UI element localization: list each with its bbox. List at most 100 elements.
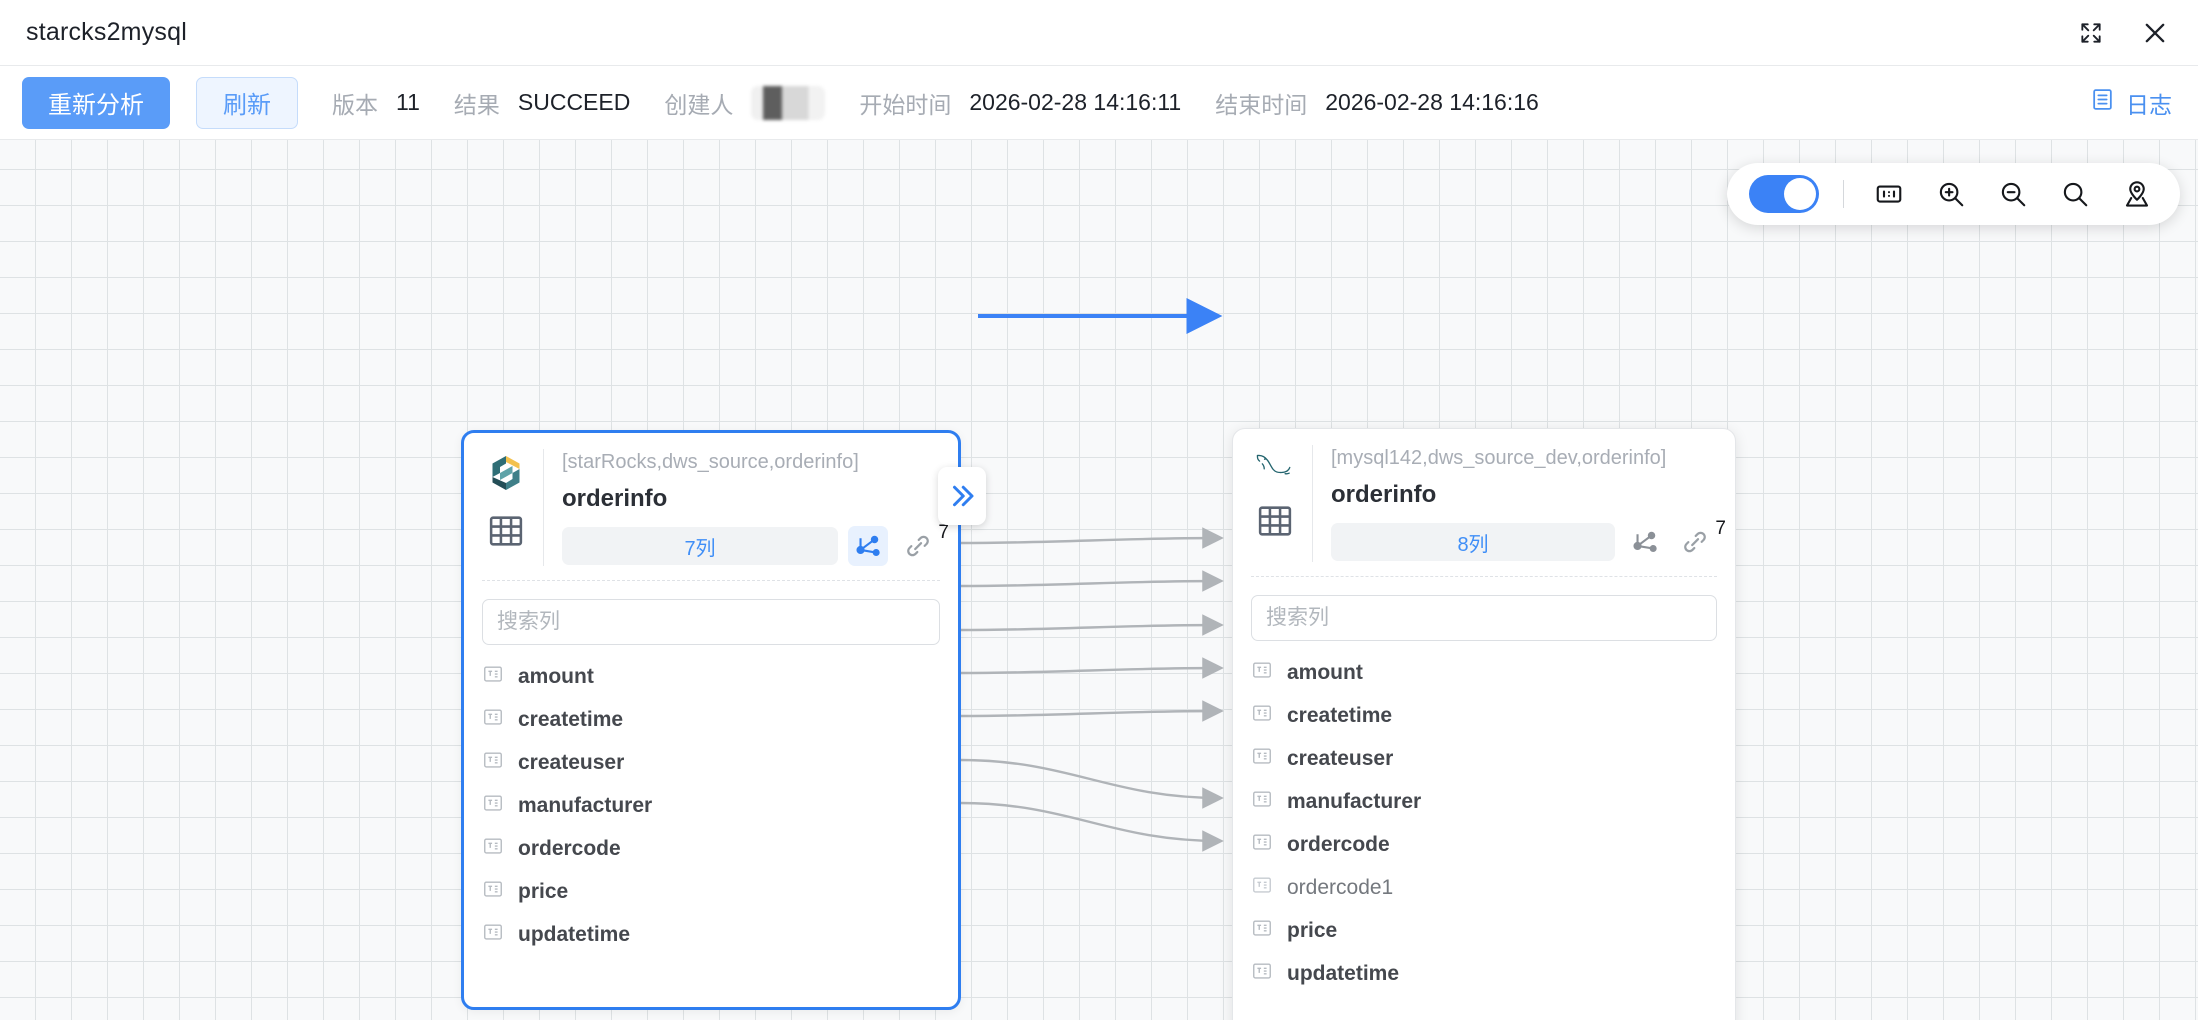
- node-path: [mysql142,dws_source_dev,orderinfo]: [1331, 447, 1667, 469]
- node-divider: [482, 580, 940, 581]
- start-time-label: 开始时间: [859, 91, 952, 118]
- column-name: ordercode: [1287, 832, 1390, 856]
- window-title-bar: starcks2mysql: [0, 0, 2198, 66]
- search-input[interactable]: [1266, 606, 1702, 630]
- node-title: orderinfo: [562, 485, 668, 512]
- fit-to-screen-button[interactable]: [1868, 173, 1910, 215]
- table-node-source[interactable]: [starRocks,dws_source,orderinfo] orderin…: [461, 430, 961, 1010]
- search-button[interactable]: [2054, 173, 2096, 215]
- search-input[interactable]: [497, 610, 925, 634]
- column-lineage-edges: [959, 527, 1224, 852]
- zoom-in-button[interactable]: [1930, 173, 1972, 215]
- column-name: manufacturer: [1287, 789, 1422, 813]
- column-type-icon: [482, 921, 504, 948]
- column-row[interactable]: createuser: [482, 741, 940, 784]
- column-type-icon: [1251, 917, 1273, 944]
- column-name: manufacturer: [518, 793, 653, 817]
- expand-icon[interactable]: [2074, 16, 2108, 50]
- close-icon[interactable]: [2138, 16, 2172, 50]
- lineage-icon[interactable]: [848, 526, 888, 566]
- column-name: ordercode1: [1287, 875, 1394, 899]
- end-time-label: 结束时间: [1215, 91, 1308, 118]
- node-icons: [482, 449, 544, 566]
- column-type-icon: [482, 792, 504, 819]
- column-row[interactable]: price: [1251, 909, 1717, 952]
- column-row[interactable]: amount: [482, 655, 940, 698]
- column-name: createuser: [1287, 746, 1394, 770]
- column-name: price: [1287, 918, 1338, 942]
- result-value: SUCCEED: [517, 89, 631, 115]
- log-button[interactable]: 日志: [2090, 86, 2176, 120]
- version-label: 版本: [332, 91, 378, 118]
- column-type-icon: [1251, 745, 1273, 772]
- column-list-target: amount createtime createuser manufacture…: [1233, 641, 1735, 995]
- column-search-box[interactable]: [1251, 595, 1717, 641]
- mysql-dolphin-logo-icon: [1254, 449, 1296, 488]
- node-header-text: [starRocks,dws_source,orderinfo] orderin…: [562, 449, 949, 566]
- column-row[interactable]: amount: [1251, 651, 1717, 694]
- reanalyze-button[interactable]: 重新分析: [22, 76, 170, 129]
- column-row[interactable]: manufacturer: [1251, 780, 1717, 823]
- column-row[interactable]: price: [482, 870, 940, 913]
- column-row[interactable]: createuser: [1251, 737, 1717, 780]
- lineage-mode-toggle[interactable]: [1749, 175, 1819, 213]
- column-type-icon: [1251, 831, 1273, 858]
- column-name: price: [518, 879, 569, 903]
- column-row[interactable]: manufacturer: [482, 784, 940, 827]
- node-header: [mysql142,dws_source_dev,orderinfo] orde…: [1233, 429, 1735, 562]
- column-type-icon: [1251, 960, 1273, 987]
- window-title: starcks2mysql: [26, 18, 187, 46]
- document-list-icon: [2090, 87, 2115, 118]
- column-count-badge[interactable]: 7列: [562, 527, 838, 565]
- column-name: createtime: [1287, 703, 1393, 727]
- column-row[interactable]: createtime: [482, 698, 940, 741]
- creator-meta: 创建人: [664, 85, 826, 120]
- column-name: updatetime: [1287, 961, 1400, 985]
- zoom-out-button[interactable]: [1992, 173, 2034, 215]
- expand-lineage-chip[interactable]: [938, 467, 986, 525]
- column-row[interactable]: createtime: [1251, 694, 1717, 737]
- window-controls: [2074, 16, 2172, 50]
- table-node-target[interactable]: [mysql142,dws_source_dev,orderinfo] orde…: [1232, 428, 1736, 1020]
- column-row[interactable]: updatetime: [1251, 952, 1717, 995]
- column-type-icon: [482, 878, 504, 905]
- column-row[interactable]: ordercode: [482, 827, 940, 870]
- node-actions: 8列: [1331, 518, 1726, 562]
- table-grid-icon: [487, 512, 525, 555]
- lineage-canvas[interactable]: [starRocks,dws_source,orderinfo] orderin…: [0, 140, 2198, 1020]
- refresh-button[interactable]: 刷新: [196, 76, 298, 129]
- column-type-icon: [1251, 788, 1273, 815]
- table-grid-icon: [1256, 502, 1294, 545]
- start-time-meta: 开始时间 2026-02-28 14:16:11: [859, 86, 1181, 120]
- link-icon[interactable]: 7: [1675, 518, 1726, 562]
- column-type-icon: [1251, 659, 1273, 686]
- creator-value-redacted: [751, 85, 826, 120]
- node-header: [starRocks,dws_source,orderinfo] orderin…: [464, 433, 958, 566]
- column-row[interactable]: updatetime: [482, 913, 940, 956]
- action-toolbar: 重新分析 刷新 版本 11 结果 SUCCEED 创建人 开始时间 2026-0…: [0, 66, 2198, 140]
- node-icons: [1251, 445, 1313, 562]
- column-count-badge[interactable]: 8列: [1331, 523, 1615, 561]
- column-list-source: amount createtime createuser manufacture…: [464, 645, 958, 956]
- locate-button[interactable]: [2116, 173, 2158, 215]
- column-name: createuser: [518, 750, 625, 774]
- node-header-text: [mysql142,dws_source_dev,orderinfo] orde…: [1331, 445, 1726, 562]
- toolbar-divider: [1843, 180, 1844, 208]
- node-title: orderinfo: [1331, 481, 1437, 508]
- canvas-toolbar: [1727, 163, 2180, 225]
- end-time-value: 2026-02-28 14:16:16: [1325, 89, 1539, 115]
- link-count-badge: 7: [1715, 518, 1726, 539]
- start-time-value: 2026-02-28 14:16:11: [969, 89, 1182, 115]
- log-button-label: 日志: [2126, 91, 2172, 118]
- column-search-box[interactable]: [482, 599, 940, 645]
- node-actions: 7列: [562, 522, 949, 566]
- node-divider: [1251, 576, 1717, 577]
- column-row[interactable]: ordercode: [1251, 823, 1717, 866]
- column-type-icon: [482, 706, 504, 733]
- edge-layer: [959, 298, 1224, 852]
- column-type-icon: [1251, 874, 1273, 901]
- column-row[interactable]: ordercode1: [1251, 866, 1717, 909]
- link-icon[interactable]: 7: [898, 522, 949, 566]
- lineage-icon[interactable]: [1625, 522, 1665, 562]
- column-type-icon: [482, 835, 504, 862]
